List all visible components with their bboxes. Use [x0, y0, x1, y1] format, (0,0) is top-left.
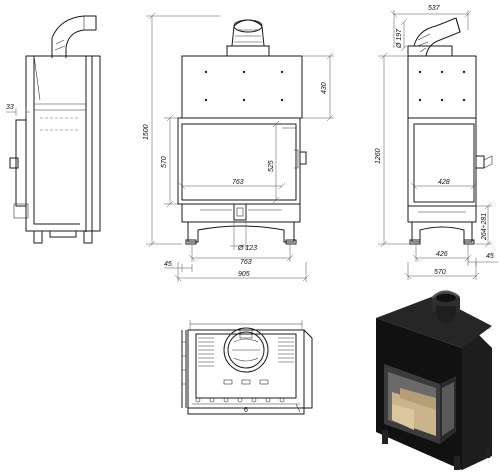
dim-right-426: 426: [412, 244, 472, 262]
dim-right-537: 537: [390, 5, 472, 48]
dim-front-1500-label: 1500: [143, 124, 150, 140]
dim-front-1500: 1500: [143, 12, 220, 248]
front-view: [177, 19, 307, 245]
dim-front-763-glass: 763: [178, 179, 286, 190]
dim-side-33: 33: [6, 104, 30, 116]
dim-front-45: 45: [164, 261, 193, 272]
side-view: [9, 15, 101, 244]
dim-right-570: 570: [404, 262, 480, 280]
dim-front-763-glass-label: 763: [232, 179, 244, 186]
dim-front-763-base-label: 763: [240, 259, 252, 266]
dim-right-45: 45: [467, 253, 498, 266]
dim-right-264-281: 264÷281: [476, 202, 492, 248]
dim-front-525: 525: [268, 120, 280, 204]
dim-side-33-label: 33: [6, 104, 14, 111]
dim-right-428-glass: 428: [410, 179, 478, 190]
dim-right-570-label: 570: [434, 269, 446, 276]
fireplace-3d-render: [376, 290, 492, 470]
dim-right-1260-label: 1260: [375, 148, 382, 164]
dim-front-525-label: 525: [268, 160, 275, 172]
dim-front-905: 905: [174, 262, 310, 282]
dim-front-430: 430: [302, 52, 334, 122]
dim-right-45-label: 45: [486, 253, 494, 260]
right-view: [407, 17, 493, 245]
dim-right-428-glass-label: 428: [438, 179, 450, 186]
dim-front-d123-label: Ø 123: [237, 245, 257, 252]
dim-right-d197-label: Ø 197: [396, 28, 403, 49]
dim-right-d197: Ø 197: [396, 18, 408, 52]
dim-right-426-label: 426: [436, 251, 448, 258]
dim-front-430-label: 430: [321, 82, 328, 94]
top-view-marker: 6: [244, 407, 248, 414]
top-view: 6: [181, 320, 313, 415]
dim-right-264-281-label: 264÷281: [481, 213, 488, 241]
dim-front-570: 570: [161, 114, 178, 208]
dim-right-1260: 1260: [375, 52, 410, 248]
dim-right-537-label: 537: [428, 5, 441, 12]
dim-front-763-base: 763: [188, 244, 294, 266]
dim-front-45-label: 45: [164, 261, 172, 268]
dim-front-905-label: 905: [238, 271, 250, 278]
dim-front-d123: Ø 123: [230, 220, 257, 252]
dim-front-570-label: 570: [161, 156, 168, 168]
